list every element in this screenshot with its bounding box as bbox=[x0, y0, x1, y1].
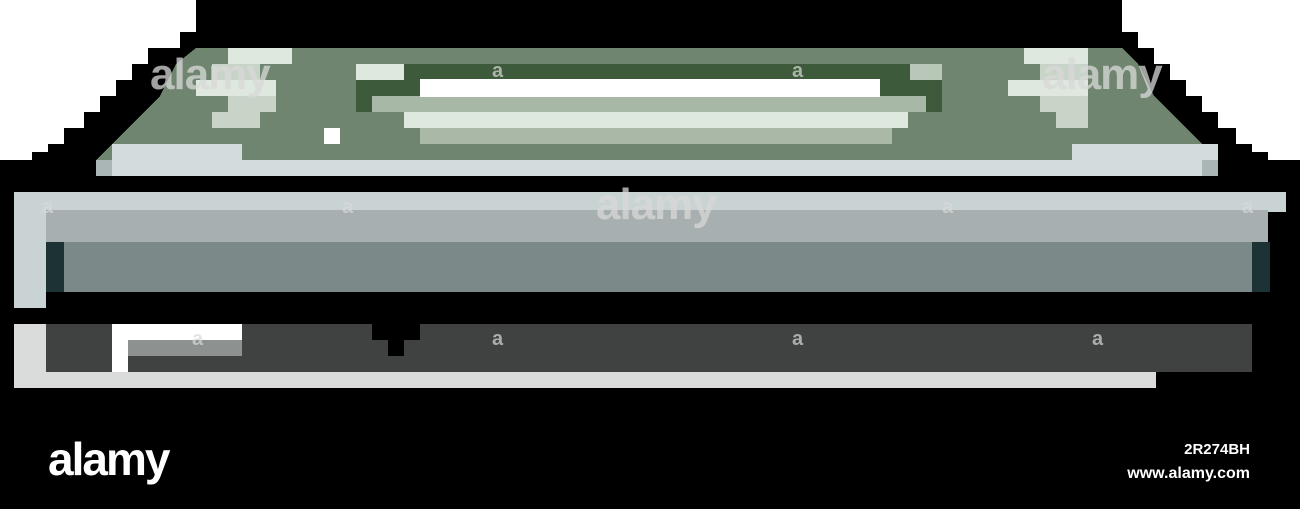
deck-top-strip bbox=[14, 192, 1286, 212]
deck-front-panel bbox=[46, 242, 1268, 292]
cassette-tape bbox=[96, 48, 1218, 176]
base-notch bbox=[372, 324, 420, 340]
cassette-label-slot bbox=[420, 79, 880, 97]
footer-logo: alamy bbox=[48, 433, 170, 485]
vcr-base bbox=[14, 324, 1252, 388]
vcr-deck bbox=[14, 192, 1286, 308]
footer-url: www.alamy.com bbox=[1127, 465, 1250, 482]
footer-image-id: 2R274BH bbox=[1184, 441, 1250, 458]
